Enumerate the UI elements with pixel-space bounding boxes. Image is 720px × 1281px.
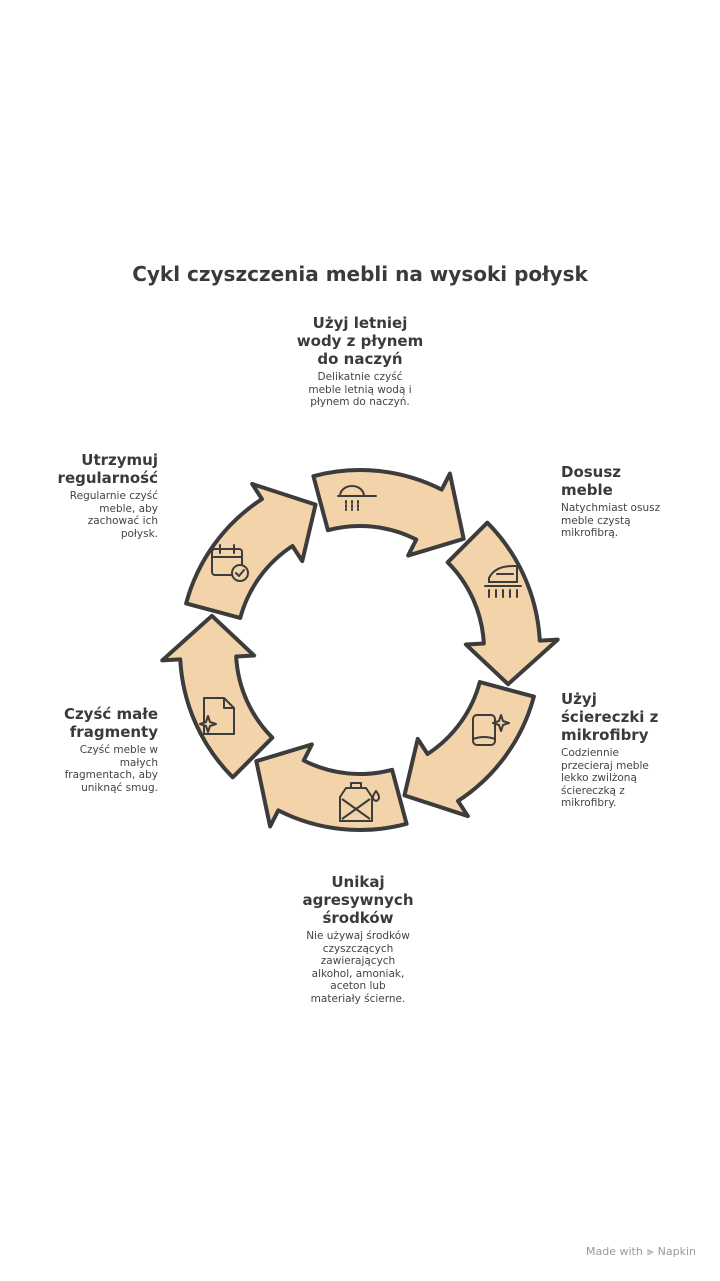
step-6-title: Utrzymuj regularność [57, 451, 158, 487]
step-5-title: Czyść małe fragmenty [63, 705, 158, 741]
step-4-title: Unikaj agresywnych środków [302, 873, 414, 927]
cycle-ring [160, 468, 560, 832]
step-2-block: Dosusz meble Natychmiast osusz meble czy… [561, 463, 671, 540]
step-3-description: Codziennie przecieraj meble lekko zwilżo… [561, 747, 649, 809]
step-5-block: Czyść małe fragmenty Czyść meble w małyc… [46, 705, 158, 794]
cycle-arrow-segment-3 [402, 680, 536, 819]
footer-attribution: Made with ⫸ Napkin [586, 1244, 696, 1259]
step-1-block: Użyj letniej wody z płynem do naczyń Del… [290, 314, 430, 409]
step-4-description: Nie używaj środków czyszczących zawieraj… [306, 930, 410, 1005]
step-1-title: Użyj letniej wody z płynem do naczyń [296, 314, 424, 368]
napkin-logo-icon: ⫸ [646, 1244, 654, 1258]
no-chemicals-icon [339, 782, 380, 822]
step-2-title: Dosusz meble [561, 463, 622, 499]
sparkle-cloth-icon [472, 714, 510, 746]
washing-icon [337, 485, 377, 511]
step-6-description: Regularnie czyść meble, aby zachować ich… [69, 490, 158, 540]
calendar-check-icon [211, 544, 249, 582]
iron-drying-icon [484, 565, 522, 598]
step-1-description: Delikatnie czyść meble letnią wodą i pły… [308, 371, 412, 408]
cycle-arrow-segment-1 [311, 468, 466, 558]
step-2-description: Natychmiast osusz meble czystą mikrofibr… [561, 502, 661, 539]
cycle-arrow-segment-6 [184, 481, 318, 620]
step-6-block: Utrzymuj regularność Regularnie czyść me… [46, 451, 158, 540]
diagram-title: Cykl czyszczenia mebli na wysoki połysk [132, 262, 588, 286]
sparkle-document-icon [199, 697, 235, 735]
step-5-description: Czyść meble w małych fragmentach, aby un… [64, 744, 158, 794]
step-4-block: Unikaj agresywnych środków Nie używaj śr… [298, 873, 418, 1005]
footer-made-with: Made with [586, 1245, 643, 1258]
cycle-arrow-segment-5 [160, 613, 275, 780]
footer-brand: Napkin [657, 1245, 696, 1258]
step-3-title: Użyj ściereczki z mikrofibry [561, 690, 659, 744]
step-3-block: Użyj ściereczki z mikrofibry Codziennie … [561, 690, 673, 810]
cycle-arrow-segment-4 [254, 742, 409, 832]
cycle-icons [199, 485, 522, 822]
cycle-arrow-segment-2 [445, 520, 560, 687]
